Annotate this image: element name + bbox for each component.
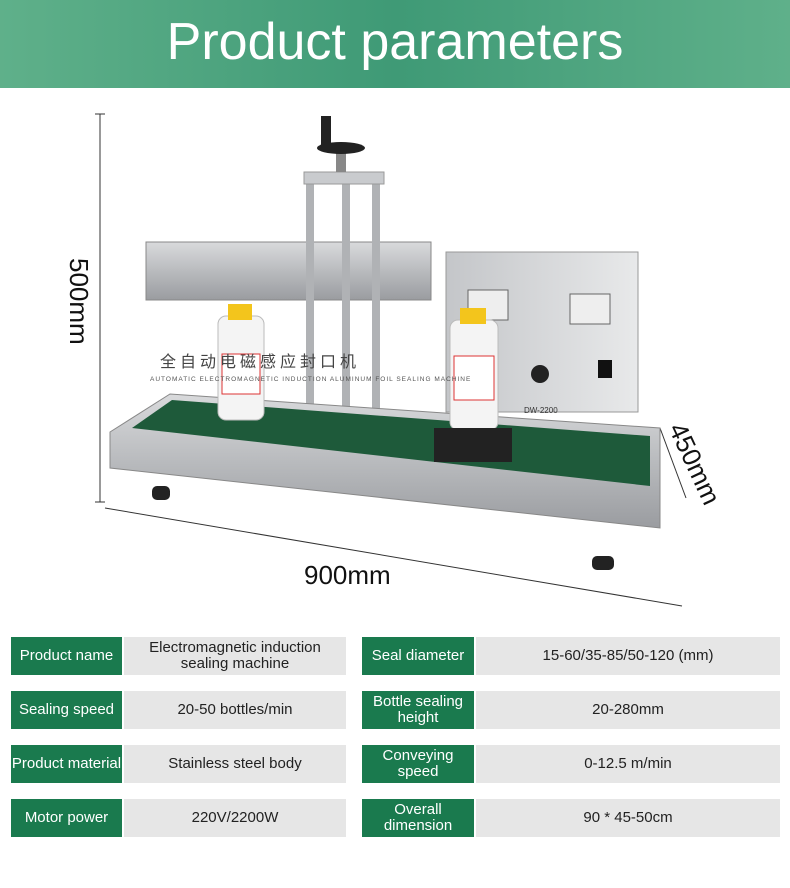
sealing-machine-illustration [95,113,687,607]
param-label: Product material [11,745,122,783]
machine-label-english: AUTOMATIC ELECTROMAGNETIC INDUCTION ALUM… [150,376,472,383]
param-value: Electromagnetic induction sealing machin… [124,637,346,675]
param-label: Conveying speed [362,745,474,783]
param-value: 0-12.5 m/min [476,745,780,783]
param-value: 220V/2200W [124,799,346,837]
param-label: Overall dimension [362,799,474,837]
param-label: Product name [11,637,122,675]
param-value: Stainless steel body [124,745,346,783]
param-label: Sealing speed [11,691,122,729]
param-value: 20-50 bottles/min [124,691,346,729]
header-banner: Product parameters [0,0,790,88]
param-label: Bottle sealing height [362,691,474,729]
product-photo: 全自动电磁感应封口机 AUTOMATIC ELECTROMAGNETIC IND… [0,88,790,628]
param-value: 20-280mm [476,691,780,729]
param-label: Seal diameter [362,637,474,675]
param-value: 15-60/35-85/50-120 (mm) [476,637,780,675]
parameter-table: Product name Electromagnetic induction s… [0,630,790,888]
machine-model: DW-2200 [524,406,558,415]
page-title: Product parameters [166,13,624,71]
machine-label-chinese: 全自动电磁感应封口机 [160,354,361,371]
param-label: Motor power [11,799,122,837]
dimension-width: 900mm [304,560,391,590]
param-value: 90 * 45-50cm [476,799,780,837]
dimension-height: 500mm [64,258,94,345]
